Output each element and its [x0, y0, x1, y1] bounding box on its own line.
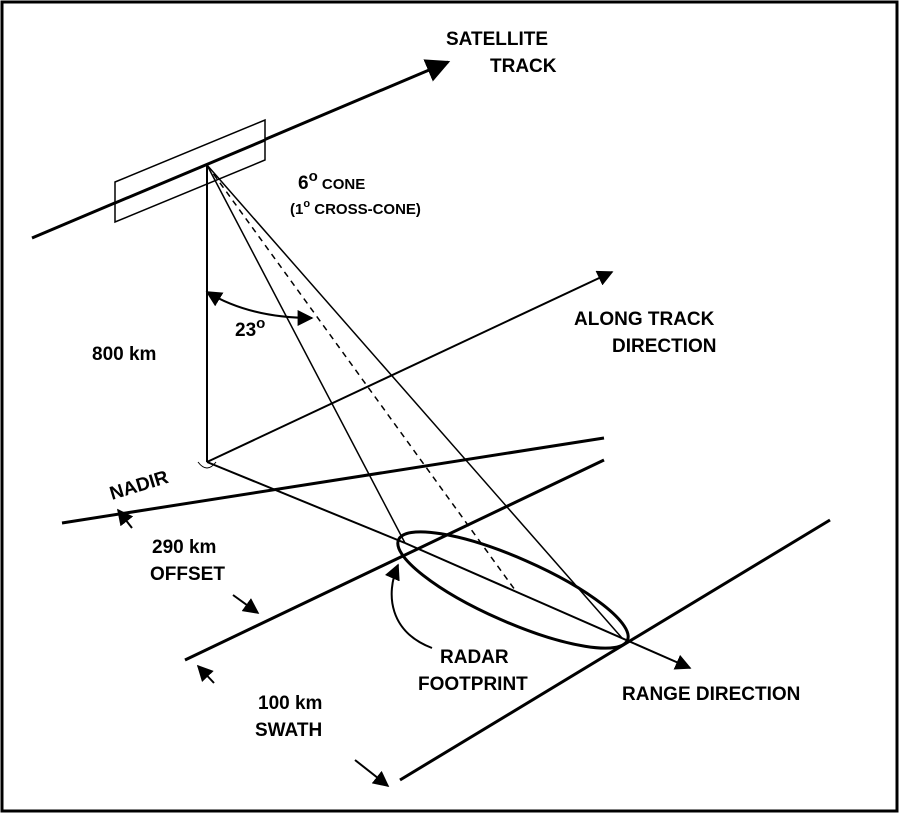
incidence-angle-arc — [205, 291, 314, 326]
mid-range-line — [184, 458, 605, 662]
radar-footprint-label-1: RADAR — [440, 647, 509, 668]
swath-arrow-bottom — [354, 759, 390, 787]
footprint-pointer-arrow — [384, 563, 433, 649]
range-direction-line — [404, 542, 692, 670]
swath-label-2: SWATH — [255, 720, 322, 741]
cone-label-line1: 6o CONE — [298, 168, 365, 194]
satellite-track-label-1: SATELLITE — [446, 29, 548, 50]
radar-footprint-label-2: FOOTPRINT — [418, 674, 528, 695]
along-track-axis — [206, 270, 614, 463]
cone-edge-far — [206, 164, 623, 639]
swath-label-1: 100 km — [258, 693, 322, 714]
offset-label-2: OFFSET — [150, 564, 225, 585]
range-direction-label: RANGE DIRECTION — [622, 684, 800, 705]
nadir-angle-mark — [197, 461, 217, 469]
cone-center-dashed — [206, 164, 516, 591]
offset-arrow-bottom — [232, 594, 260, 614]
far-range-line — [399, 518, 831, 782]
nadir-label: NADIR — [107, 467, 171, 505]
offset-label-1: 290 km — [152, 537, 216, 558]
offset-arrow-top — [117, 508, 134, 529]
height-label: 800 km — [92, 344, 156, 365]
along-track-label-2: DIRECTION — [612, 336, 717, 357]
cone-label-line2: (1o CROSS-CONE) — [290, 198, 421, 218]
radar-footprint-ellipse — [396, 530, 630, 650]
nadir-to-footprint-line — [206, 461, 406, 544]
incidence-angle-label: 23o — [235, 315, 265, 341]
near-range-line — [61, 436, 605, 525]
satellite-track-label-2: TRACK — [490, 56, 557, 77]
along-track-label-1: ALONG TRACK — [574, 309, 715, 330]
satellite-track-through-body — [114, 138, 266, 205]
swath-arrow-top — [196, 664, 215, 684]
cone-edge-near — [206, 164, 406, 544]
